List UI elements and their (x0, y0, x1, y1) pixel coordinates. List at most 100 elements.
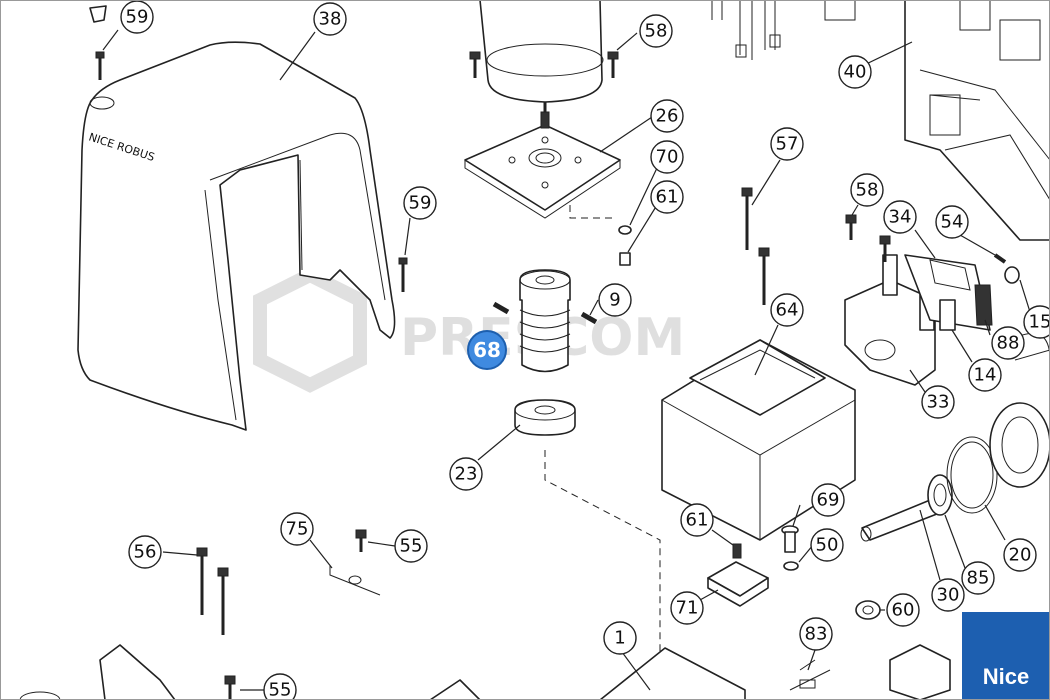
screw-58-motor (469, 51, 619, 78)
callout-54: 54 (935, 205, 969, 239)
svg-text:60: 60 (892, 600, 915, 621)
flange-plate-part-26 (464, 111, 621, 219)
svg-text:23: 23 (455, 464, 478, 485)
svg-text:14: 14 (974, 365, 997, 386)
callout-23: 23 (449, 457, 483, 491)
cable-bundle (711, 0, 856, 60)
bushing-part-15-small (1004, 266, 1020, 284)
callout-57: 57 (770, 127, 804, 161)
sensor-part-14 (939, 299, 956, 331)
svg-text:1: 1 (614, 628, 625, 649)
svg-text:50: 50 (816, 535, 839, 556)
connector-part-83 (789, 659, 831, 691)
callout-40: 40 (838, 55, 872, 89)
screws-part-57 (741, 187, 770, 305)
svg-text:58: 58 (856, 180, 879, 201)
rectifier-part-71 (707, 543, 769, 607)
svg-text:40: 40 (844, 62, 867, 83)
logo-text: Nice (982, 664, 1030, 689)
callout-88: 88 (991, 326, 1025, 360)
svg-text:61: 61 (656, 187, 679, 208)
callout-15: 15 (1023, 305, 1050, 339)
callout-59: 59 (120, 0, 154, 34)
svg-text:68: 68 (473, 338, 501, 362)
callout-59: 59 (403, 186, 437, 220)
washer-part-50 (783, 561, 799, 571)
callout-83: 83 (799, 617, 833, 651)
screws-part-58-side (845, 214, 891, 262)
screws-part-56 (196, 547, 229, 635)
cover-part-38: NICE ROBUS (77, 41, 396, 431)
screw-part-69 (781, 525, 799, 553)
svg-text:75: 75 (286, 519, 309, 540)
callout-56: 56 (128, 535, 162, 569)
callout-55: 55 (394, 529, 428, 563)
svg-text:34: 34 (889, 207, 912, 228)
svg-text:83: 83 (805, 624, 828, 645)
svg-text:30: 30 (937, 585, 960, 606)
bearing-part-60 (855, 600, 881, 620)
connector-part-88 (974, 284, 993, 326)
callout-60: 60 (886, 593, 920, 627)
screw-59-side (398, 257, 408, 292)
callout-69: 69 (811, 483, 845, 517)
pinion-part-68 (519, 269, 571, 373)
svg-text:33: 33 (927, 392, 950, 413)
svg-text:54: 54 (941, 212, 964, 233)
callout-58: 58 (850, 173, 884, 207)
svg-text:69: 69 (817, 490, 840, 511)
callout-75: 75 (280, 512, 314, 546)
svg-text:57: 57 (776, 134, 799, 155)
svg-text:38: 38 (319, 9, 342, 30)
svg-text:71: 71 (676, 598, 699, 619)
callout-38: 38 (313, 2, 347, 36)
svg-text:55: 55 (400, 536, 423, 557)
callout-68-highlighted: 68 (467, 330, 507, 370)
transformer-part-64 (661, 339, 856, 541)
callout-30: 30 (931, 578, 965, 612)
svg-text:88: 88 (997, 333, 1020, 354)
callout-33: 33 (921, 385, 955, 419)
svg-text:64: 64 (776, 300, 799, 321)
svg-text:56: 56 (134, 542, 157, 563)
pin-part-61 (619, 252, 631, 266)
callout-61: 61 (680, 503, 714, 537)
svg-text:26: 26 (656, 106, 679, 127)
callout-9: 9 (598, 283, 632, 317)
oring-part-20 (946, 436, 998, 514)
callout-55: 55 (263, 673, 297, 700)
control-board-part-40 (904, 0, 1050, 241)
screw-part-55-top (355, 529, 367, 552)
base-housing-part (19, 644, 746, 700)
svg-text:55: 55 (269, 680, 292, 700)
svg-text:59: 59 (409, 193, 432, 214)
motor-part (479, 0, 604, 120)
spacer-part-23 (514, 399, 576, 436)
screw-59-top (89, 5, 107, 80)
svg-text:15: 15 (1029, 312, 1050, 333)
seal-part-85 (927, 474, 953, 516)
callout-70: 70 (650, 140, 684, 174)
callout-61: 61 (650, 180, 684, 214)
svg-text:59: 59 (126, 7, 149, 28)
callout-20: 20 (1003, 538, 1037, 572)
leader-lines (102, 29, 1031, 691)
callout-64: 64 (770, 293, 804, 327)
washer-part-70 (618, 225, 632, 235)
screw-part-55-bottom (224, 675, 236, 700)
callout-85: 85 (961, 561, 995, 595)
svg-text:61: 61 (686, 510, 709, 531)
set-screws-part-9 (492, 301, 598, 325)
callout-58: 58 (639, 14, 673, 48)
svg-text:85: 85 (967, 568, 990, 589)
svg-text:58: 58 (645, 21, 668, 42)
terminal-block-part (889, 644, 951, 700)
spring-part-75 (329, 565, 381, 596)
callout-71: 71 (670, 591, 704, 625)
screw-part-54 (993, 253, 1007, 264)
callout-34: 34 (883, 200, 917, 234)
svg-text:70: 70 (656, 147, 679, 168)
encoder-board-part-34 (904, 254, 991, 331)
callout-1: 1 (603, 621, 637, 655)
